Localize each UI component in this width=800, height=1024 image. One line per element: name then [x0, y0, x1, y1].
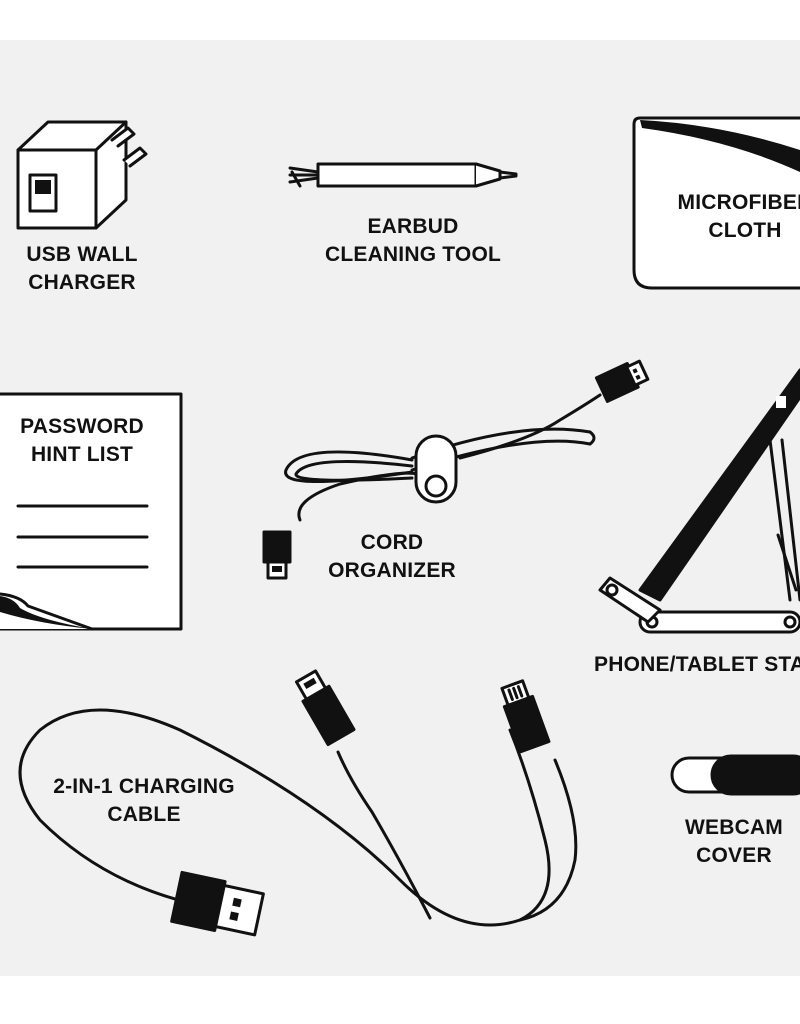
earbud-cleaning-tool-icon: [288, 162, 518, 188]
password-hint-list-icon: [0, 392, 183, 631]
cord-organizer-icon: [262, 359, 650, 580]
microfiber-cloth-icon: [632, 116, 800, 290]
phone-tablet-stand-icon: [598, 368, 800, 634]
label-phone-tablet-stand: PHONE/TABLET STAND: [594, 653, 800, 676]
webcam-cover-icon: [670, 754, 800, 796]
usb-wall-charger-icon: [16, 120, 148, 230]
illustration-svg: [0, 116, 800, 937]
two-in-one-charging-cable-icon: [18, 669, 578, 937]
